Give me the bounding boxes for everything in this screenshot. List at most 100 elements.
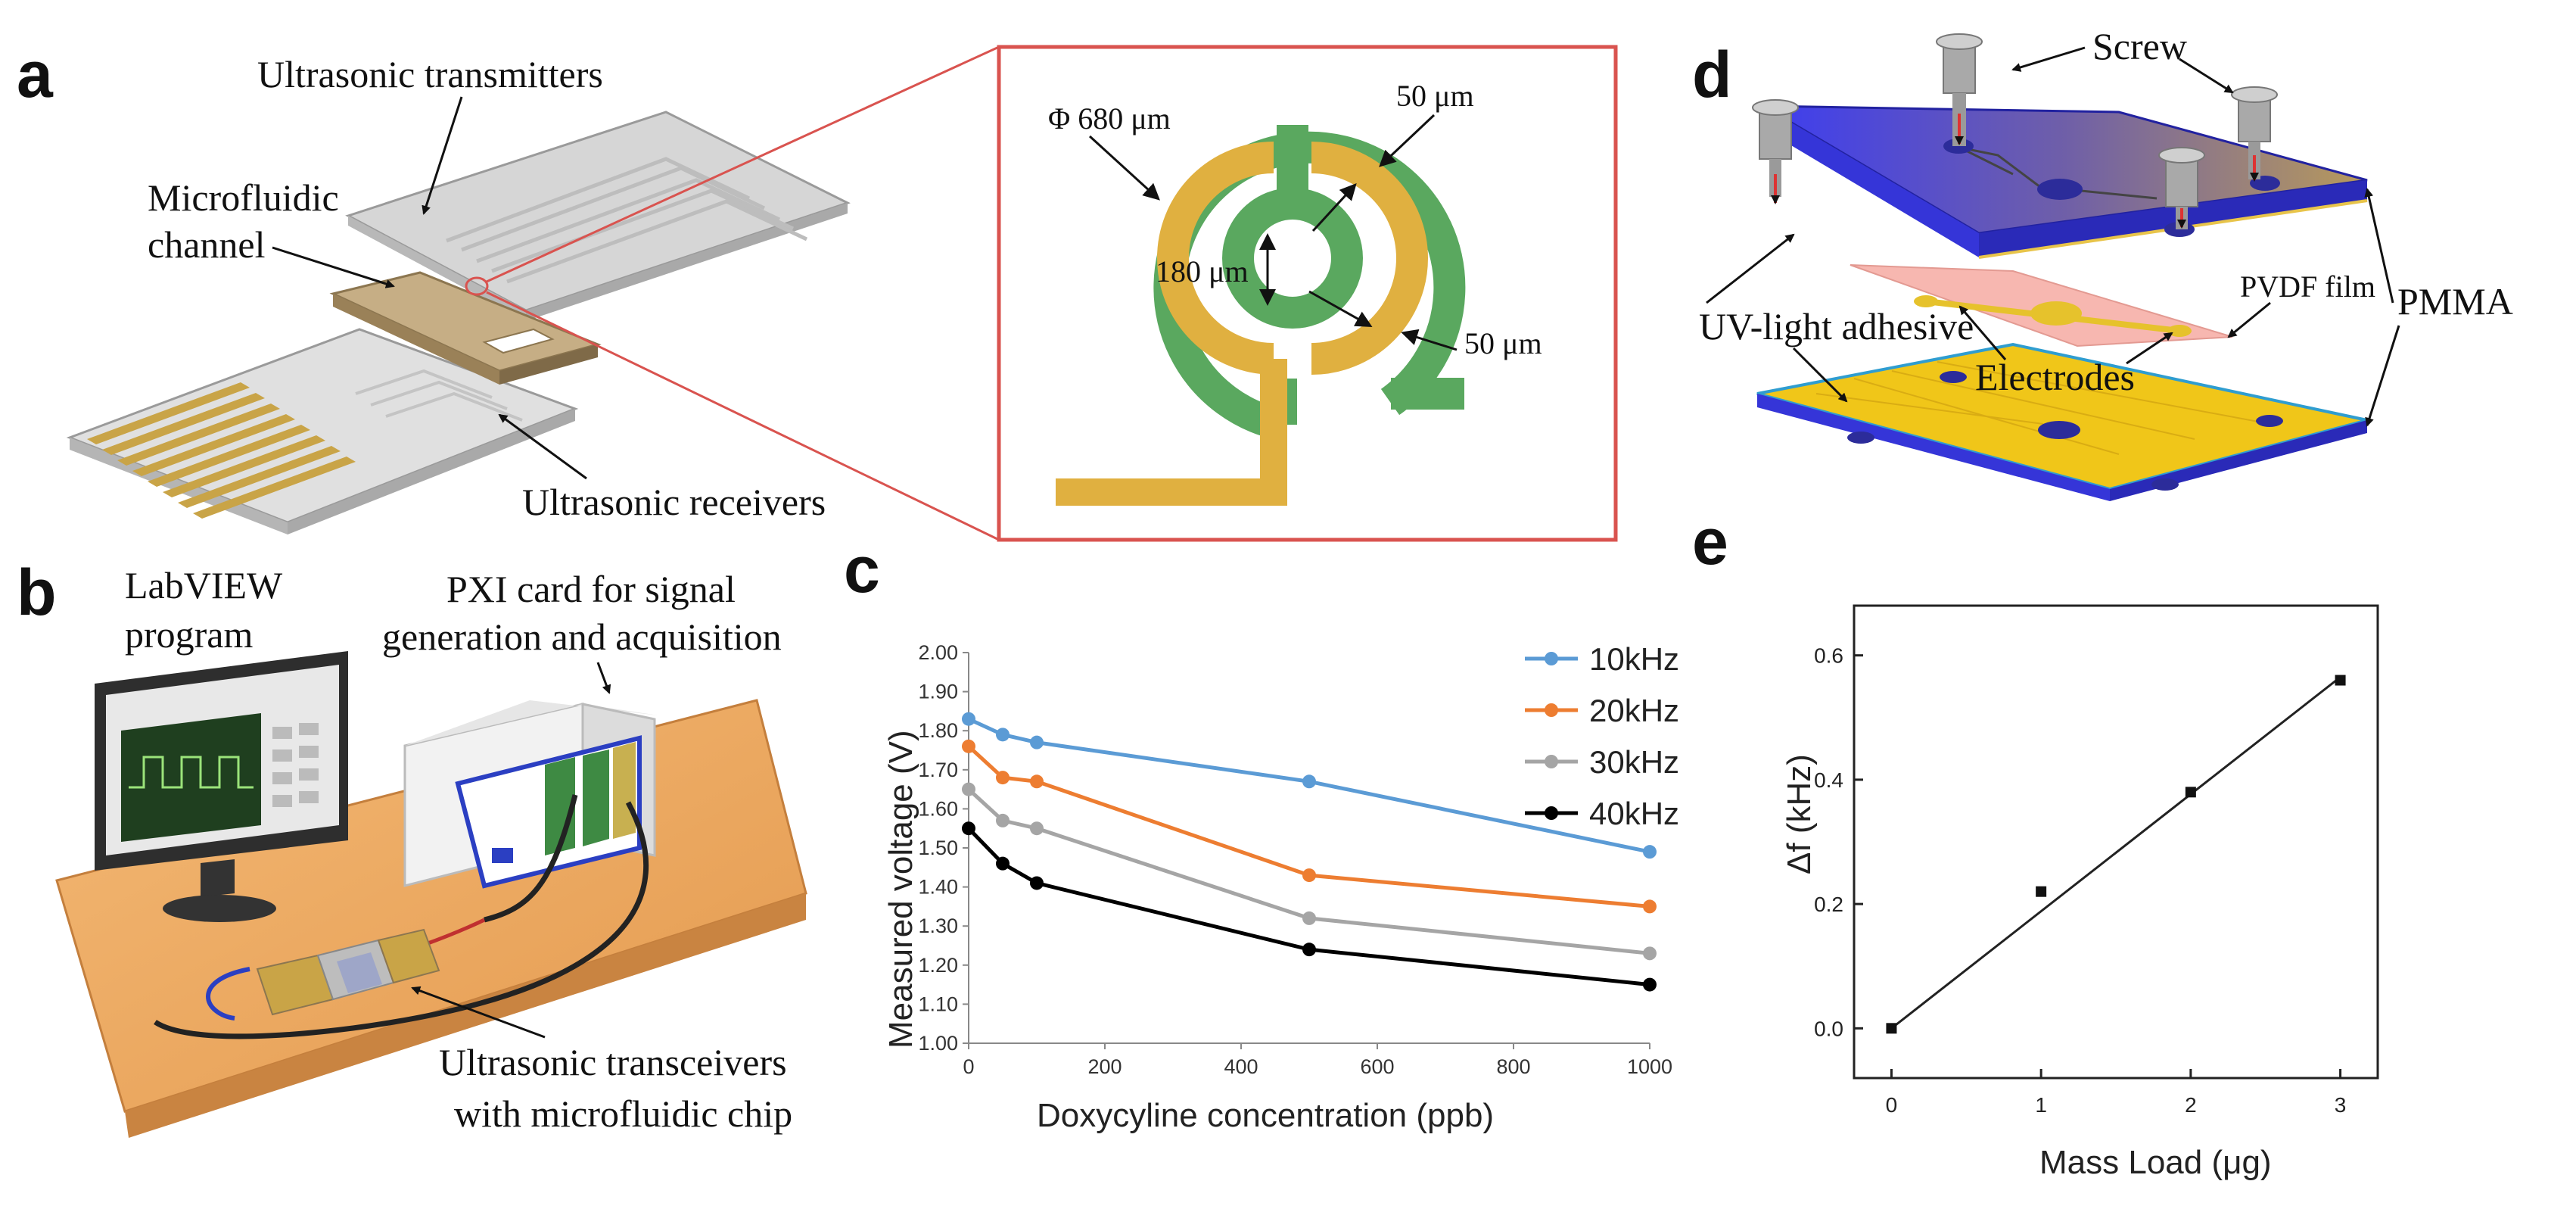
panel-label-e: e [1692,506,1728,578]
label-pxi-line2: generation and acquisition [382,615,782,658]
c-point-10kHz [1302,774,1316,789]
c-point-30kHz [962,782,975,796]
arrow-width-bottom [1401,329,1458,351]
c-y-tick-label: 1.70 [918,759,958,781]
c-y-tick-label: 1.60 [918,797,958,820]
c-series [962,712,1657,992]
panel-label-b: b [17,556,57,629]
zoom-line-top [486,45,1000,283]
panel-d: d [1692,25,2513,501]
panel-label-a: a [17,39,54,111]
receiver-board [66,328,579,534]
label-microfluidic-line1: Microfluidic [148,176,339,219]
c-point-10kHz [962,712,975,726]
arrow-pxi [596,662,611,694]
c-point-40kHz [996,856,1010,871]
arrow-width-top [1379,114,1436,167]
e-data-point [2185,787,2196,798]
arrow-pmma-top [2364,188,2394,304]
label-ultrasonic-receivers: Ultrasonic receivers [522,481,826,523]
e-y-tick-label: 0.2 [1814,893,1843,916]
c-point-40kHz [962,821,975,836]
e-data-point [2036,886,2047,897]
c-point-10kHz [1030,735,1044,749]
c-point-30kHz [996,813,1010,827]
dim-diameter: Φ 680 μm [1048,101,1171,136]
c-legend-marker [1545,703,1558,717]
label-pxi-line1: PXI card for signal [446,568,736,610]
e-y-tick-label: 0.0 [1814,1017,1843,1040]
gold-lead [1056,359,1287,506]
c-legend-marker [1545,806,1558,820]
e-marks [1886,675,2346,1034]
e-plot-frame [1853,604,2379,1080]
bottom-pmma-plate [1756,342,2368,501]
arrow-screw-left [2011,46,2086,72]
c-point-20kHz [962,739,975,753]
e-data-point [1886,1023,1897,1034]
c-y-tick-label: 1.30 [918,915,958,937]
label-transceivers-line1: Ultrasonic transceivers [439,1041,787,1083]
e-x-tick-label: 1 [2035,1093,2047,1117]
arrow-pvdf [2227,301,2271,338]
e-y-ticks: 0.00.20.40.6 [1814,644,1863,1040]
cable-2 [154,801,649,1039]
e-x-tick-label: 3 [2335,1093,2347,1117]
c-x-tick-label: 200 [1087,1055,1122,1078]
c-point-30kHz [1643,946,1657,961]
c-legend-marker [1545,652,1558,665]
panel-label-c: c [844,534,880,606]
c-point-30kHz [1030,821,1044,836]
panel-label-d: d [1692,39,1732,111]
c-x-tick-label: 800 [1496,1055,1530,1078]
c-y-axis-label: Measured voltage (V) [882,730,919,1049]
arrow-electrodes-right [2126,332,2173,365]
c-legend-label: 20kHz [1589,693,1679,728]
label-ultrasonic-transmitters: Ultrasonic transmitters [257,53,603,95]
panel-c: c 1.001.101.201.301.401.501.601.701.801.… [844,534,1679,1134]
c-y-tick-label: 1.40 [918,876,958,899]
arrow-uv-top [1706,233,1795,304]
arrow-uv-bottom [1792,347,1848,403]
chart-c: 1.001.101.201.301.401.501.601.701.801.90… [882,641,1679,1134]
c-x-tick-label: 1000 [1627,1055,1672,1078]
c-y-tick-label: 1.50 [918,837,958,859]
e-x-axis-label: Mass Load (μg) [2039,1144,2272,1181]
arrow-pmma-bottom [2365,325,2400,427]
c-point-10kHz [1643,845,1657,859]
e-y-tick-label: 0.4 [1814,768,1843,792]
label-pvdf-film: PVDF film [2240,270,2375,304]
arrow-receivers [498,413,587,480]
cable-3 [206,967,250,1021]
top-pmma-plate [1759,104,2368,259]
monitor [95,651,348,922]
table-edge [125,893,806,1138]
c-point-20kHz [996,771,1010,785]
dim-inner: 180 μm [1156,254,1249,288]
c-series-line-40kHz [967,827,1650,987]
label-transceivers-line2: with microfluidic chip [454,1092,792,1135]
e-y-axis-label: Δf (kHz) [1781,754,1818,874]
gold-ring-left [1157,142,1274,375]
c-point-10kHz [996,728,1010,742]
arrow-transmitters [422,96,463,215]
c-point-20kHz [1030,774,1044,789]
arrow-electrodes-left [1958,305,2007,360]
c-x-tick-label: 600 [1360,1055,1394,1078]
c-y-ticks: 1.001.101.201.301.401.501.601.701.801.90… [918,641,969,1055]
panel-b: b [17,556,807,1138]
label-pmma: PMMA [2397,280,2513,323]
e-data-point [2335,675,2346,686]
dim-width-top: 50 μm [1396,79,1474,113]
e-x-tick-label: 0 [1886,1093,1898,1117]
screw-4 [2158,147,2205,229]
c-y-tick-label: 1.10 [918,993,958,1015]
inner-green-ring [1222,188,1363,329]
screw-3 [1752,99,1799,204]
c-point-40kHz [1643,977,1657,992]
microfluidic-channel [329,271,602,385]
